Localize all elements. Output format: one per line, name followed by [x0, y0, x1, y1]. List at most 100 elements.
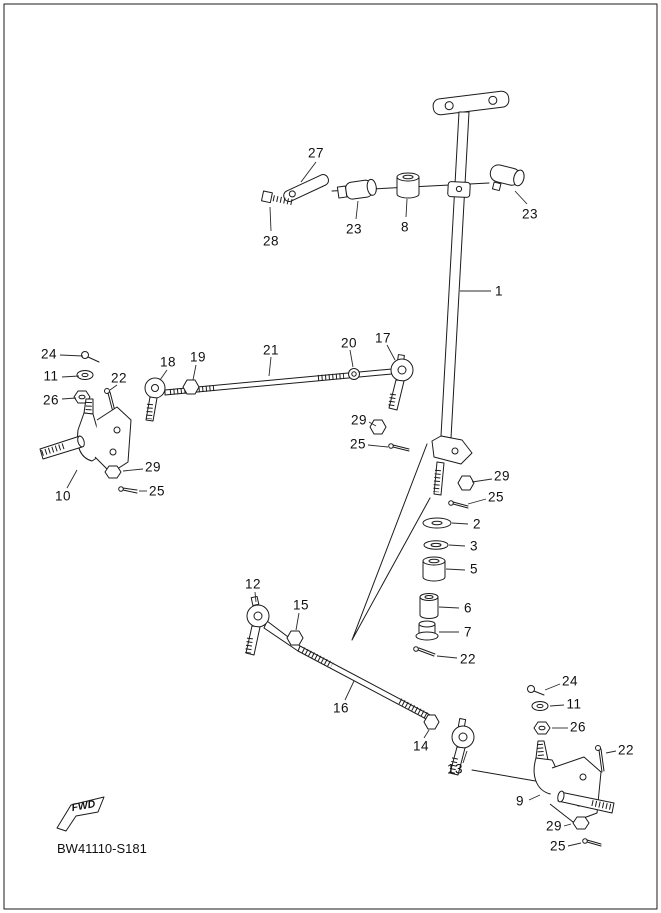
leader-line: [514, 190, 528, 205]
nut-29: [457, 475, 475, 491]
shaft-top-flange: [432, 90, 510, 116]
callout-25: 25: [149, 484, 165, 499]
screw-24-shank: [533, 690, 545, 696]
tie-rod-lower: [245, 595, 475, 776]
callout-17: 17: [375, 331, 391, 346]
leader-line: [367, 444, 389, 448]
callout-22: 22: [111, 371, 127, 386]
leader-line: [451, 522, 469, 525]
callout-16: 16: [333, 701, 349, 716]
leader-line: [605, 750, 617, 754]
flange-hole: [488, 95, 498, 105]
rod-end-18-ball: [151, 384, 159, 392]
clamp-bore: [366, 178, 377, 196]
leader-line: [109, 384, 118, 391]
callout-26: 26: [43, 393, 59, 408]
leader-line: [563, 823, 572, 827]
rod-end-17-stud: [388, 379, 405, 411]
spindle-base: [557, 790, 565, 803]
cotter-pin-22-legs: [598, 748, 605, 773]
leader-line: [295, 612, 300, 631]
knuckle-flange: [549, 756, 602, 823]
screw-24: [527, 685, 535, 693]
flange-hole: [579, 773, 587, 781]
fwd-flag: FWD: [56, 796, 105, 832]
callout-22: 22: [618, 743, 634, 758]
callout-25: 25: [488, 490, 504, 505]
collar-body: [396, 176, 420, 199]
callout-15: 15: [293, 598, 309, 613]
drawing-code: BW41110-S181: [57, 841, 147, 856]
screw-24-shank: [87, 356, 100, 363]
leader-line: [61, 397, 77, 400]
callout-29: 29: [145, 460, 161, 475]
cotter-pin-22: [104, 388, 110, 394]
washer-3-bore: [430, 542, 442, 548]
leader-line: [386, 344, 396, 361]
leader-line: [471, 478, 493, 483]
bushing-6: [419, 596, 439, 619]
clamp-left: [336, 178, 377, 200]
rod-end-12-stud: [245, 625, 261, 656]
leader-line: [66, 469, 78, 489]
rod-end-17-threads: [388, 393, 396, 409]
nut-15: [286, 630, 304, 646]
callout-11: 11: [43, 369, 58, 384]
cotter-pin-25-legs: [392, 444, 410, 452]
leader-line: [445, 568, 466, 571]
callout-14: 14: [413, 739, 429, 754]
leader-line: [567, 842, 582, 847]
rod-end-12-ball: [253, 611, 263, 621]
washer-11-bore: [536, 703, 544, 709]
lever-and-bolt: [260, 174, 330, 206]
cotter-pin-25-legs: [122, 487, 138, 494]
nut-29: [104, 465, 122, 479]
stud-threads: [433, 469, 441, 493]
page-border: [3, 3, 658, 910]
flange-hole: [109, 448, 117, 456]
callout-23: 23: [522, 207, 538, 222]
washer-2-bore: [431, 520, 443, 526]
knuckle-left: [39, 351, 138, 494]
screw-24: [81, 351, 89, 359]
callout-10: 10: [55, 489, 71, 504]
leader-line: [423, 729, 430, 739]
guide-line-13: [471, 769, 548, 784]
leader-line: [462, 750, 468, 764]
callout-25: 25: [350, 437, 366, 452]
callout-6: 6: [464, 601, 472, 616]
cotter-pin-22: [595, 745, 601, 751]
leader-line: [368, 421, 377, 427]
leader-line: [61, 375, 80, 378]
callout-7: 7: [464, 625, 472, 640]
rod-end-18-threads: [146, 403, 153, 420]
knuckle-right: [527, 685, 615, 847]
collar-5: [422, 560, 446, 582]
leader-line: [192, 364, 197, 381]
clamp-right: [489, 164, 525, 192]
callout-12: 12: [245, 577, 261, 592]
grease-nipple: [250, 595, 260, 607]
hardware-stack: [413, 475, 475, 657]
rod-end-13-stud: [449, 746, 466, 776]
callout-27: 27: [308, 146, 324, 161]
nut-29: [572, 816, 590, 830]
callout-13: 13: [447, 762, 463, 777]
rod-end-13-ball: [458, 732, 468, 742]
nut-14: [423, 714, 440, 730]
rod-end-17-ball: [397, 365, 407, 375]
callout-2: 2: [473, 517, 481, 532]
callout-22: 22: [460, 652, 476, 667]
leader-line: [159, 369, 168, 381]
nut-19: [182, 379, 200, 395]
bracket-hole: [451, 447, 459, 455]
ball-stud: [433, 461, 445, 496]
leader-line: [544, 683, 561, 691]
fwd-flag-shape: [56, 796, 105, 832]
leader-line: [269, 206, 272, 232]
callout-29: 29: [546, 819, 562, 834]
bolt-head: [260, 190, 273, 204]
callout-21: 21: [263, 343, 279, 358]
guide-lines: [351, 443, 431, 641]
